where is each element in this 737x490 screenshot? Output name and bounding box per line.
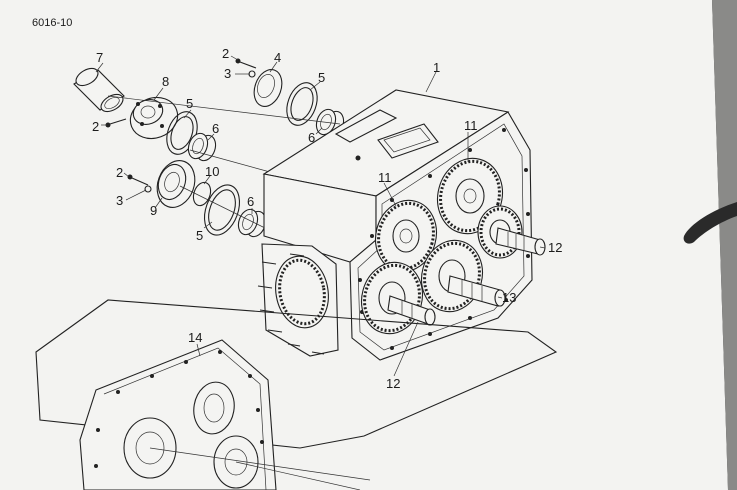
callout-14: 14 [188,330,202,345]
callout-12-lower: 12 [386,376,400,391]
washer-3-middle [144,185,152,193]
part-12-shaft-upper [495,227,546,256]
axis-line-upper [107,95,341,125]
screw-2-left [109,118,127,125]
callout-5-lower: 5 [196,228,203,243]
callout-13: 13 [502,290,516,305]
callout-2-middle: 2 [116,165,123,180]
callout-11-middle: 11 [378,170,392,185]
callout-1: 1 [433,60,440,75]
callout-2-left: 2 [92,119,99,134]
axis-line-lower [179,185,266,229]
screw-2-top [239,61,257,69]
leader-lines [95,55,546,377]
part-6-bearing-upper-left [187,132,217,162]
part-14-cover-plate [35,299,558,490]
part-5-gasket-lower [203,184,241,236]
callout-12-upper: 12 [548,240,562,255]
part-6-bearing-lower [237,208,267,238]
binder-clip [683,202,737,244]
part-7-sleeve [73,67,125,113]
axis-line-middle [189,149,271,173]
page-code: 6016-10 [32,17,72,29]
callout-4: 4 [274,50,281,65]
callout-3-top: 3 [224,66,231,81]
callout-8: 8 [162,74,169,89]
callout-3-middle: 3 [116,193,123,208]
callout-2-top: 2 [222,46,229,61]
part-10-oring [192,181,212,207]
callout-7: 7 [96,50,103,65]
part-9-cover [156,160,196,208]
callout-9: 9 [150,203,157,218]
part-5-gasket-top [286,82,318,126]
callout-5-top: 5 [318,70,325,85]
part-4-cover [253,69,283,107]
callout-6-lower: 6 [247,194,254,209]
callout-6-left: 6 [212,121,219,136]
rear-flange-studs [257,243,339,357]
callout-5-left: 5 [186,96,193,111]
screw-2-middle [131,177,149,186]
part-8-flange-hub [129,96,179,140]
callout-11-upper: 11 [464,118,478,133]
callout-6-top: 6 [308,130,315,145]
part-11-gear-upper-left [375,199,437,273]
part-13-shaft [447,275,506,307]
callout-10: 10 [205,164,219,179]
page-edge-shadow [712,0,737,490]
